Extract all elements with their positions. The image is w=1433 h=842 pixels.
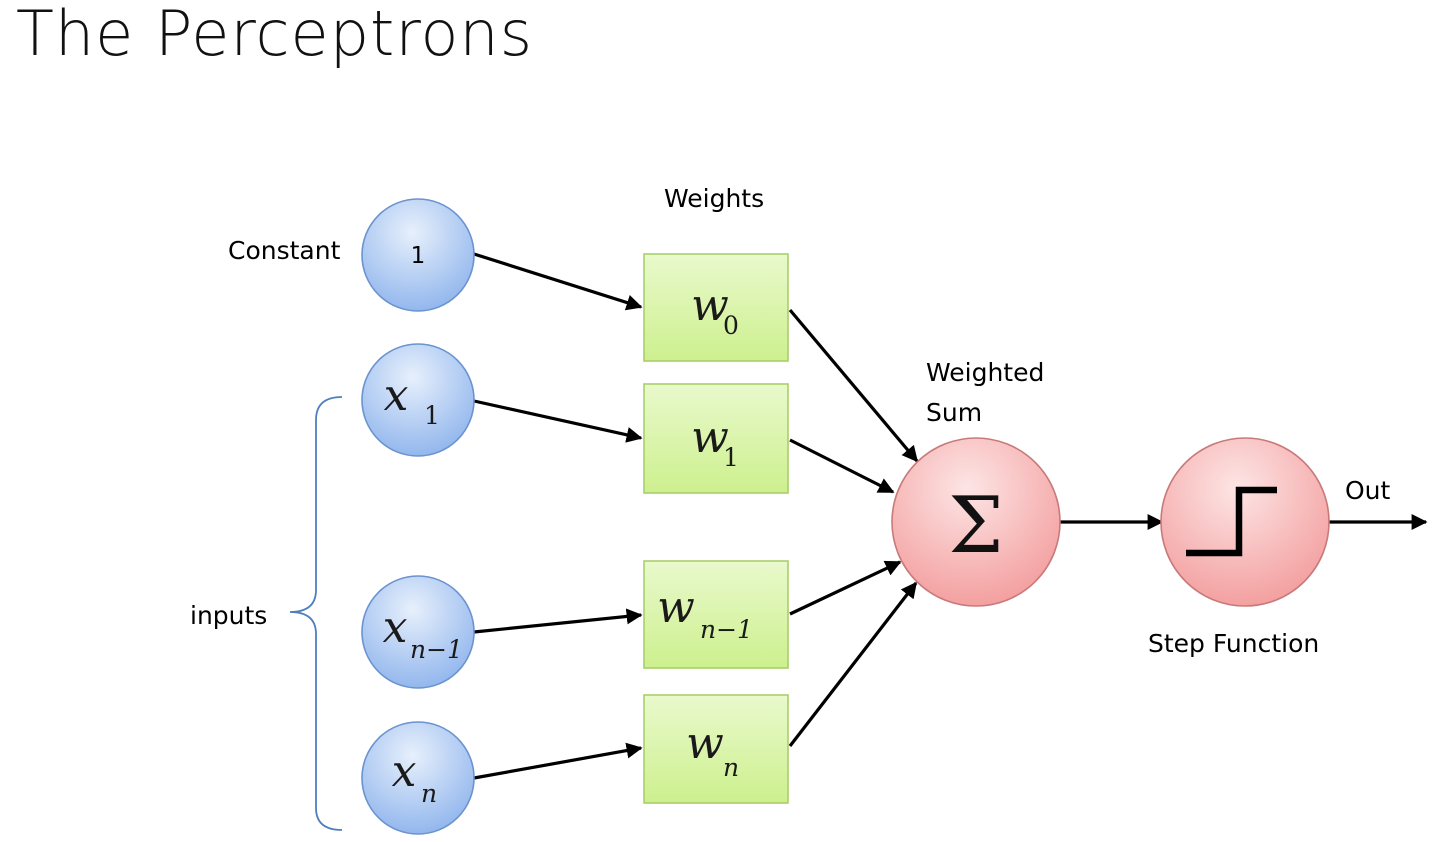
- arrow-input2-weight2: [473, 608, 643, 634]
- weight-wn-1-symbol: w: [657, 582, 695, 633]
- arrow-weight1-sum: [789, 438, 895, 494]
- weight-wn-symbol: w: [686, 718, 724, 769]
- constant-label: Constant: [228, 236, 341, 265]
- input-x1-symbol: x: [384, 370, 409, 421]
- weight-box-w1: w 1: [643, 383, 789, 494]
- step-function-node: [1160, 437, 1330, 607]
- weight-w0-symbol: w: [691, 280, 729, 331]
- input-x1-subscript: 1: [424, 401, 440, 430]
- weight-w1-subscript: 1: [723, 443, 739, 472]
- inputs-brace: [289, 396, 343, 831]
- step-function-icon: [1186, 486, 1277, 557]
- weight-box-wn-1: w n−1: [643, 560, 789, 669]
- sum-symbol: Σ: [948, 481, 1003, 571]
- page-title: The Perceptrons: [16, 0, 534, 70]
- weight-w0-subscript: 0: [723, 311, 739, 340]
- input-xn-subscript: n: [421, 779, 437, 808]
- input-node-xn-1: x n−1: [361, 575, 475, 689]
- input-xn-symbol: x: [392, 746, 417, 797]
- input-node-xn: x n: [361, 721, 475, 835]
- arrow-input3-weight3: [473, 742, 643, 780]
- weight-w1-symbol: w: [691, 412, 729, 463]
- arrow-weight3-sum: [788, 581, 918, 747]
- input-xn-1-subscript: n−1: [410, 635, 463, 664]
- arrow-input1-weight1: [473, 399, 643, 443]
- input-constant-symbol: 1: [411, 243, 426, 269]
- weights-heading: Weights: [664, 184, 764, 213]
- weight-wn-subscript: n: [723, 753, 739, 782]
- weight-wn-1-subscript: n−1: [700, 615, 753, 644]
- weighted-sum-label-line2: Sum: [926, 398, 982, 427]
- weighted-sum-node: Σ: [891, 437, 1061, 607]
- out-label: Out: [1345, 476, 1391, 505]
- input-node-x1: x 1: [361, 343, 475, 457]
- input-xn-1-symbol: x: [383, 602, 408, 653]
- arrow-weight2-sum: [789, 560, 902, 616]
- step-function-label: Step Function: [1148, 629, 1319, 658]
- weighted-sum-label-line1: Weighted: [926, 358, 1044, 387]
- arrow-input0-weight0: [473, 252, 643, 311]
- weight-box-w0: w 0: [643, 253, 789, 362]
- inputs-label: inputs: [190, 601, 267, 630]
- arrow-weight0-sum: [788, 308, 919, 463]
- input-node-constant: 1: [361, 198, 475, 312]
- weight-box-wn: w n: [643, 694, 789, 804]
